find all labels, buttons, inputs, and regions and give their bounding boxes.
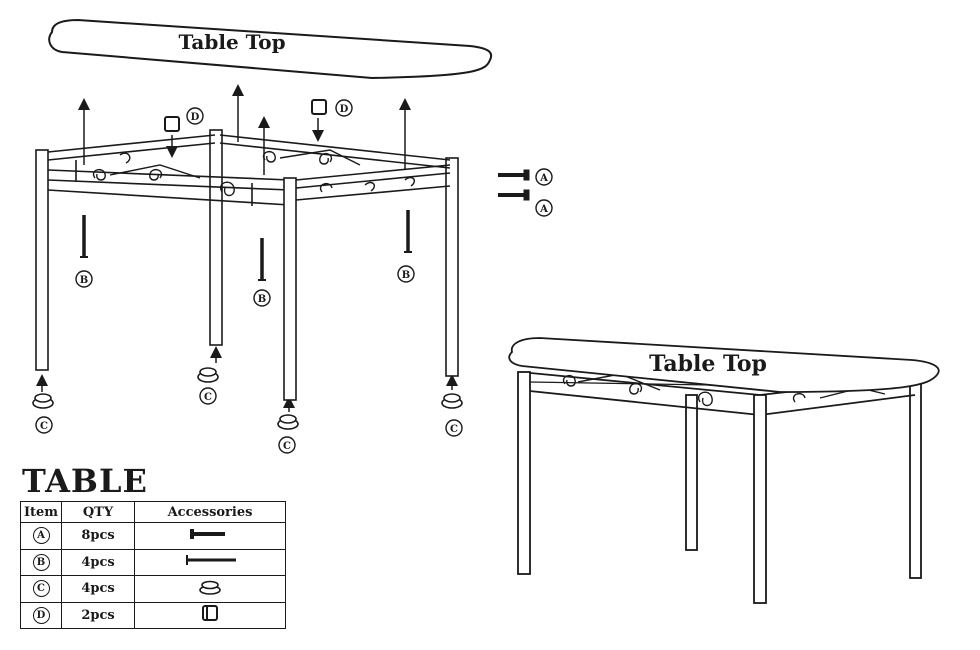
- label-b-1: B: [80, 275, 88, 286]
- item-id: D: [32, 606, 50, 624]
- label-b-3: B: [402, 270, 410, 281]
- table-row: B 4pcs: [20, 548, 286, 576]
- leg-cap-icon: [199, 580, 221, 595]
- table-top-label-assembled: Table Top: [649, 351, 767, 377]
- label-c-3: C: [283, 441, 291, 452]
- item-qty: 2pcs: [61, 601, 135, 629]
- header-item: Item: [20, 501, 62, 523]
- item-id: A: [32, 527, 50, 545]
- long-screw-icon: [186, 555, 236, 566]
- exploded-frame: [35, 129, 459, 401]
- circled-labels: D D A A B B B C C C C: [35, 99, 553, 454]
- barrel-nuts-d: [164, 99, 327, 132]
- assembly-arrows: [36, 84, 458, 412]
- parts-table-title: TABLE: [22, 462, 148, 500]
- header-accessories: Accessories: [134, 501, 286, 523]
- label-c-2: C: [204, 392, 212, 403]
- label-c-4: C: [450, 424, 458, 435]
- label-b-2: B: [258, 294, 266, 305]
- table-row: A 8pcs: [20, 522, 286, 550]
- barrel-nut-icon: [202, 605, 218, 622]
- table-row: D 2pcs: [20, 601, 286, 629]
- table-top-label-exploded: Table Top: [178, 30, 285, 54]
- label-c-1: C: [40, 421, 48, 432]
- item-id: C: [32, 580, 50, 598]
- item-qty: 4pcs: [61, 548, 135, 576]
- label-a-2: A: [539, 204, 548, 215]
- item-qty: 4pcs: [61, 575, 135, 603]
- item-id: B: [32, 553, 50, 571]
- parts-table: Item QTY Accessories A 8pcs B 4pcs: [20, 501, 286, 629]
- exploded-table-top: Table Top: [48, 18, 493, 80]
- label-a-1: A: [539, 173, 548, 184]
- label-d-2: D: [340, 104, 349, 115]
- bolts-a: [498, 169, 530, 201]
- screw-bolt-icon: [190, 528, 225, 539]
- parts-table-header: Item QTY Accessories: [20, 501, 286, 523]
- label-d-1: D: [191, 112, 200, 123]
- item-qty: 8pcs: [61, 522, 135, 550]
- table-row: C 4pcs: [20, 575, 286, 603]
- header-qty: QTY: [61, 501, 135, 523]
- long-screws-b: [80, 210, 412, 281]
- leg-caps-c: [32, 367, 463, 430]
- assembled-table: Table Top: [508, 337, 940, 604]
